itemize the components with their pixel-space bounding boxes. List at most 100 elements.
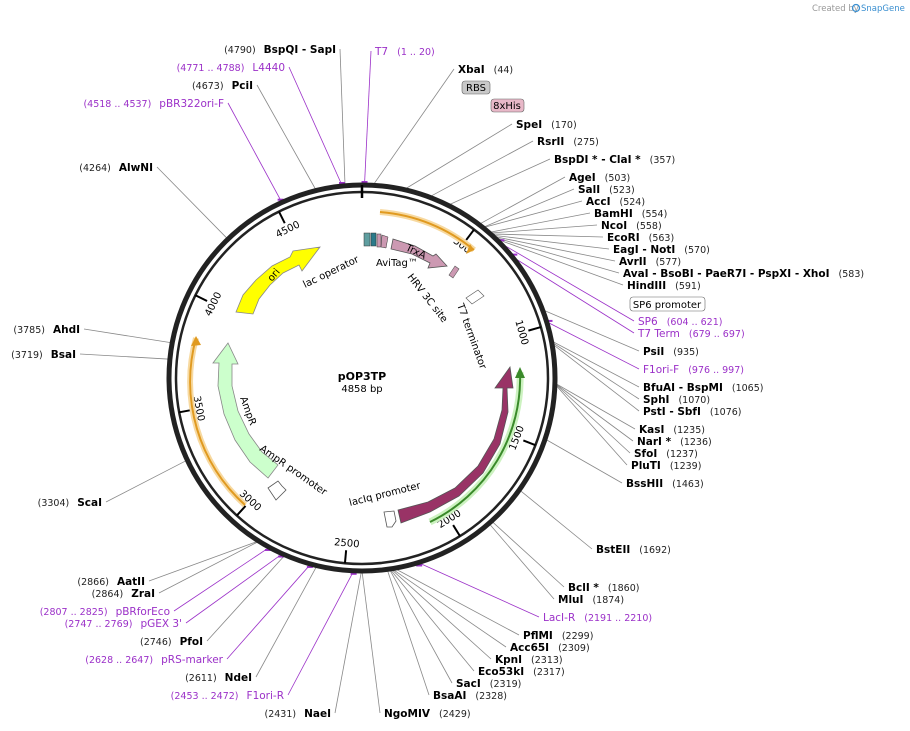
site-hindiii[interactable]: HindIII [627, 280, 666, 292]
leader-line [394, 567, 520, 636]
site-mlui[interactable]: MluI [558, 594, 583, 606]
site-sali[interactable]: SalI [578, 184, 600, 196]
primer-pgex-3[interactable]: pGEX 3' [140, 618, 182, 630]
primer-f1ori-r[interactable]: F1ori-R [247, 690, 284, 702]
site-pflmi[interactable]: PflMI [523, 630, 553, 642]
site-ngomiv[interactable]: NgoMIV [384, 708, 431, 720]
site-position: (3719) [11, 350, 43, 361]
rbs-feature[interactable] [370, 232, 377, 247]
primer-position: (1 .. 20) [397, 47, 435, 58]
site-bspdi-clai[interactable]: BspDI * - ClaI * [554, 154, 641, 166]
primer-l4440[interactable]: L4440 [252, 62, 285, 74]
his-tag-feature[interactable] [376, 233, 382, 248]
site-eagi-noti[interactable]: EagI - NotI [613, 244, 675, 256]
site-sfoi[interactable]: SfoI [634, 448, 657, 460]
plasmid-name: pOP3TP [338, 370, 387, 383]
green-arc-line [429, 371, 522, 523]
lac-operator-feature[interactable] [363, 232, 371, 247]
site-agei[interactable]: AgeI [569, 172, 596, 184]
site-position: (2864) [92, 589, 124, 600]
site-kasi[interactable]: KasI [639, 424, 664, 436]
t7-terminator-feature[interactable] [465, 289, 485, 305]
leader-line [206, 554, 286, 642]
leader-line [429, 140, 534, 198]
primer-position: (4518 .. 4537) [83, 99, 151, 110]
site-bfuai-bspmi[interactable]: BfuAI - BspMI [643, 382, 723, 394]
site-naei[interactable]: NaeI [304, 708, 331, 720]
site-eco53ki[interactable]: Eco53kI [478, 666, 524, 678]
leader-line [554, 382, 636, 430]
site-pfoi[interactable]: PfoI [180, 636, 203, 648]
site-bspqi-sapi[interactable]: BspQI - SapI [264, 44, 336, 56]
tick-1000 [528, 326, 542, 332]
site-kpni[interactable]: KpnI [495, 654, 522, 666]
site-pcii[interactable]: PciI [232, 80, 253, 92]
site-avrii[interactable]: AvrII [619, 256, 647, 268]
leader-line [158, 540, 260, 594]
hrv-3c-site-feature[interactable] [448, 265, 460, 279]
site-avai-bsobi-paer7i-pspxi-xhoi[interactable]: AvaI - BsoBI - PaeR7I - PspXI - XhoI [623, 268, 830, 280]
site-xbai[interactable]: XbaI [458, 64, 485, 76]
primer-position: (604 .. 621) [667, 317, 723, 328]
site-rsrii[interactable]: RsrII [537, 136, 564, 148]
primer-t7-term[interactable]: T7 Term [637, 328, 680, 340]
leader-line [105, 459, 188, 503]
avitag-feature[interactable] [380, 234, 389, 249]
site-position: (1070) [678, 395, 710, 406]
tick-2000 [452, 524, 461, 537]
primer-position: (2807 .. 2825) [40, 607, 108, 618]
site-scai[interactable]: ScaI [77, 497, 102, 509]
site-psii[interactable]: PsiI [643, 346, 664, 358]
site-position: (4264) [79, 163, 111, 174]
site-position: (2431) [265, 709, 297, 720]
leader-line [227, 102, 283, 203]
orange-arc-left-arrow [191, 336, 201, 346]
site-sphi[interactable]: SphI [643, 394, 669, 406]
laciq-promoter-label: lacIq promoter [348, 480, 423, 509]
laciq-promoter-feature[interactable] [383, 510, 397, 528]
site-ncoi[interactable]: NcoI [601, 220, 627, 232]
primer-f1ori-f[interactable]: F1ori-F [643, 364, 679, 376]
site-acci[interactable]: AccI [586, 196, 610, 208]
ampr-feature[interactable] [212, 342, 279, 479]
ampr-promoter-feature[interactable] [267, 480, 287, 501]
site-psti-sbfi[interactable]: PstI - SbfI [643, 406, 701, 418]
primer-t7[interactable]: T7 [374, 46, 388, 58]
primer-prs-marker[interactable]: pRS-marker [161, 654, 224, 666]
site-alwni[interactable]: AlwNI [119, 162, 153, 174]
site-position: (570) [684, 245, 710, 256]
site-ahdi[interactable]: AhdI [53, 324, 80, 336]
primer-laci-r[interactable]: LacI-R [543, 612, 575, 624]
site-position: (275) [573, 137, 599, 148]
leader-line [482, 200, 583, 229]
trxa-feature[interactable] [390, 238, 448, 269]
snapgene-logo-icon [851, 3, 861, 13]
site-acc65i[interactable]: Acc65I [510, 642, 549, 654]
site-position: (503) [605, 173, 631, 184]
primer-sp6[interactable]: SP6 [638, 316, 658, 328]
site-spei[interactable]: SpeI [516, 119, 542, 131]
ori-feature[interactable] [235, 246, 321, 315]
site-bsaai[interactable]: BsaAI [433, 690, 466, 702]
primer-pbr322ori-f[interactable]: pBR322ori-F [159, 98, 224, 110]
sp6-promoter-box-label: SP6 promoter [633, 300, 702, 311]
leader-line [492, 235, 616, 262]
site-saci[interactable]: SacI [456, 678, 481, 690]
leader-line [489, 224, 598, 234]
laci-feature[interactable] [397, 365, 514, 524]
site-position: (3785) [13, 325, 45, 336]
site-aatii[interactable]: AatII [117, 576, 145, 588]
site-zrai[interactable]: ZraI [131, 588, 155, 600]
site-bamhi[interactable]: BamHI [594, 208, 633, 220]
site-ndei[interactable]: NdeI [225, 672, 252, 684]
primer-pbrforeco[interactable]: pBRforEco [116, 606, 170, 618]
site-bsshii[interactable]: BssHII [626, 478, 663, 490]
site-bsteii[interactable]: BstEII [596, 544, 630, 556]
site-bcli[interactable]: BclI * [568, 582, 599, 594]
site-ecori[interactable]: EcoRI [607, 232, 640, 244]
site-nari[interactable]: NarI * [637, 436, 672, 448]
site-pluti[interactable]: PluTI [631, 460, 661, 472]
site-position: (524) [619, 197, 645, 208]
site-bsai[interactable]: BsaI [51, 349, 76, 361]
leader-line [490, 233, 604, 238]
